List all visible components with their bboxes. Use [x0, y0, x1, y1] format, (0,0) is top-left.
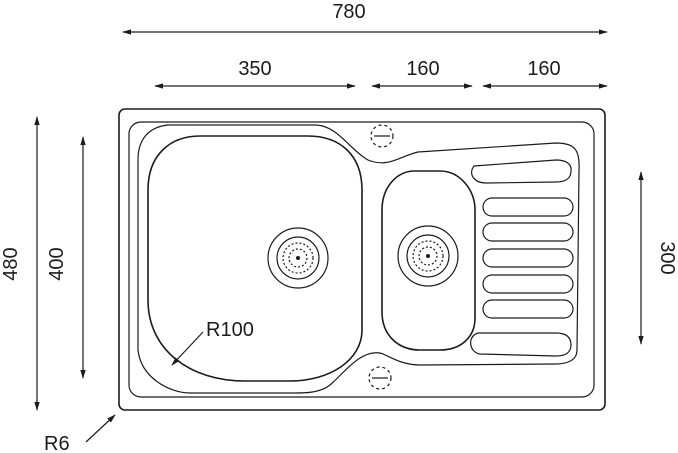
drainer-groove: [482, 274, 574, 294]
drainer-grooves: [470, 159, 574, 357]
label-bowl-radius: R100: [206, 319, 254, 341]
main-bowl: [147, 135, 363, 382]
small-bowl: [381, 170, 476, 351]
sink-outer-edge: [118, 108, 606, 411]
drainer-groove: [482, 299, 574, 319]
drainer-groove: [470, 332, 572, 357]
label-small-bowl-width: 160: [406, 58, 439, 80]
small-bowl-drain: [397, 225, 459, 287]
sink-inner-rim: [128, 121, 595, 398]
label-corner-radius: R6: [44, 433, 70, 453]
label-drainer-width: 160: [527, 58, 560, 80]
label-overall-depth: 480: [0, 247, 22, 280]
tap-hole-bottom: [368, 366, 392, 390]
drainer-groove: [482, 222, 574, 242]
drainer-groove: [471, 159, 572, 184]
label-overall-width: 780: [332, 1, 365, 23]
drainer-groove: [482, 197, 574, 217]
tap-hole-top: [370, 124, 394, 148]
bowl-rim-contour: [137, 124, 580, 394]
drainer-groove: [482, 248, 574, 268]
label-main-bowl-width: 350: [238, 58, 271, 80]
label-small-bowl-depth: 300: [656, 241, 678, 274]
leader-radius-corner: [85, 414, 116, 443]
label-inner-depth: 400: [46, 247, 68, 280]
main-bowl-drain: [267, 227, 329, 289]
